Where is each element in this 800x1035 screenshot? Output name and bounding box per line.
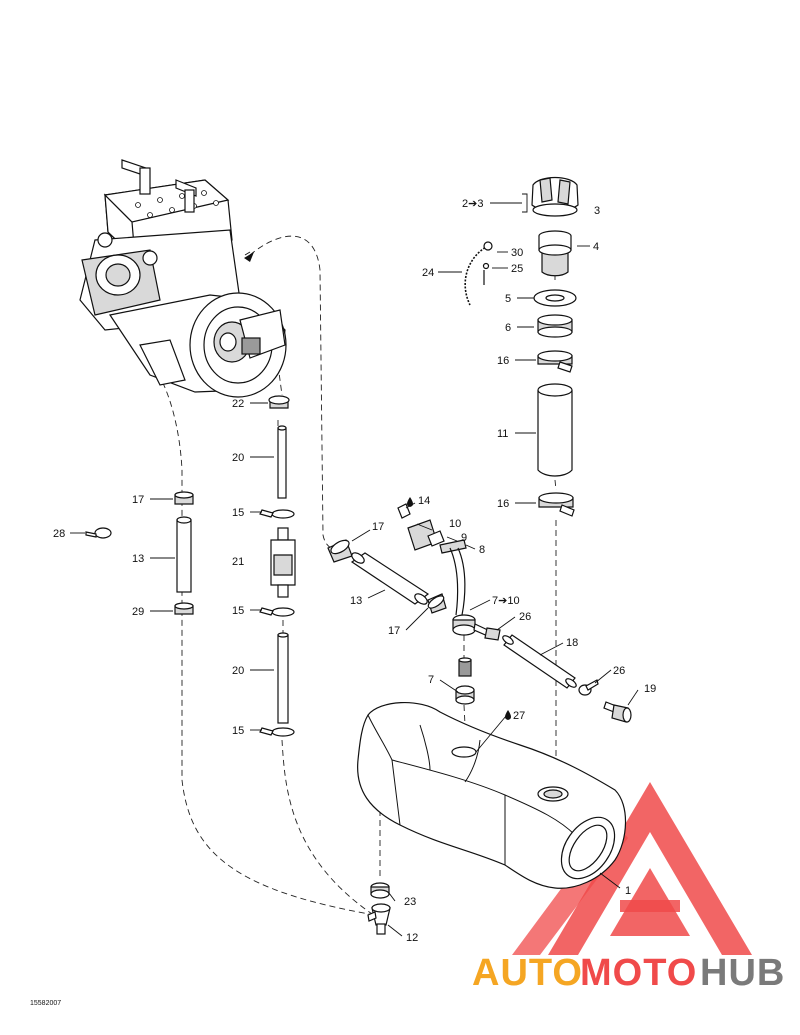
watermark-moto-text: MOTO [580,952,697,994]
callout-17-left: 17 [132,494,144,506]
callout-2-to-3: 2➔3 [462,198,483,210]
callout-15-b: 15 [232,605,244,617]
callout-13-center: 13 [350,595,362,607]
callout-28: 28 [53,528,65,540]
callout-7-to-10: 7➔10 [492,595,520,607]
watermark-bar [620,900,680,912]
fuel-filter-line [259,395,296,737]
sealant-drop-icon [505,710,511,720]
callout-15-a: 15 [232,507,244,519]
callout-25: 25 [511,263,523,275]
callout-6: 6 [505,322,511,334]
callout-19: 19 [644,683,656,695]
callout-17-center-top: 17 [372,521,384,533]
leader-lines [70,202,639,937]
cap-tether [464,241,493,306]
diagram-code: 15582007 [30,1000,61,1007]
callout-9: 9 [461,532,467,544]
fuel-tank [357,702,627,889]
callout-22: 22 [232,398,244,410]
callout-20-upper: 20 [232,452,244,464]
fuel-pickup-assembly [397,503,632,723]
callout-5: 5 [505,293,511,305]
callout-10: 10 [449,518,461,530]
callout-8: 8 [479,544,485,556]
callout-26-lower: 26 [613,665,625,677]
vent-hose-left [85,491,194,615]
callout-3: 3 [594,205,600,217]
callout-18: 18 [566,637,578,649]
callout-23: 23 [404,896,416,908]
fuel-filler-assembly [515,176,579,517]
callout-29: 29 [132,606,144,618]
callout-4: 4 [593,241,599,253]
callout-13-left: 13 [132,553,144,565]
callout-15-c: 15 [232,725,244,737]
callout-27: 27 [513,710,525,722]
callout-17-center-bottom: 17 [388,625,400,637]
callout-26-upper: 26 [519,611,531,623]
callout-11: 11 [497,428,508,440]
callout-20-lower: 20 [232,665,244,677]
callout-1: 1 [625,885,631,897]
bottom-fitting [367,882,391,935]
watermark-triangle-logo [548,782,752,955]
callout-30: 30 [511,247,523,259]
sealant-drop-icon [407,497,413,507]
callout-7-lower: 7 [428,674,434,686]
center-hose [327,539,447,614]
watermark-auto-text: AUTO [472,952,583,994]
callout-12: 12 [406,932,418,944]
watermark-hub-text: HUB [700,952,785,994]
callout-24: 24 [422,267,434,279]
engine-assembly [79,159,287,398]
callout-labels: 1 2➔3 3 4 5 6 7 7➔10 8 9 10 11 12 13 13 … [30,198,656,1007]
callout-21: 21 [232,556,244,568]
callout-14: 14 [418,495,430,507]
callout-16-bottom: 16 [497,498,509,510]
callout-16-top: 16 [497,355,509,367]
